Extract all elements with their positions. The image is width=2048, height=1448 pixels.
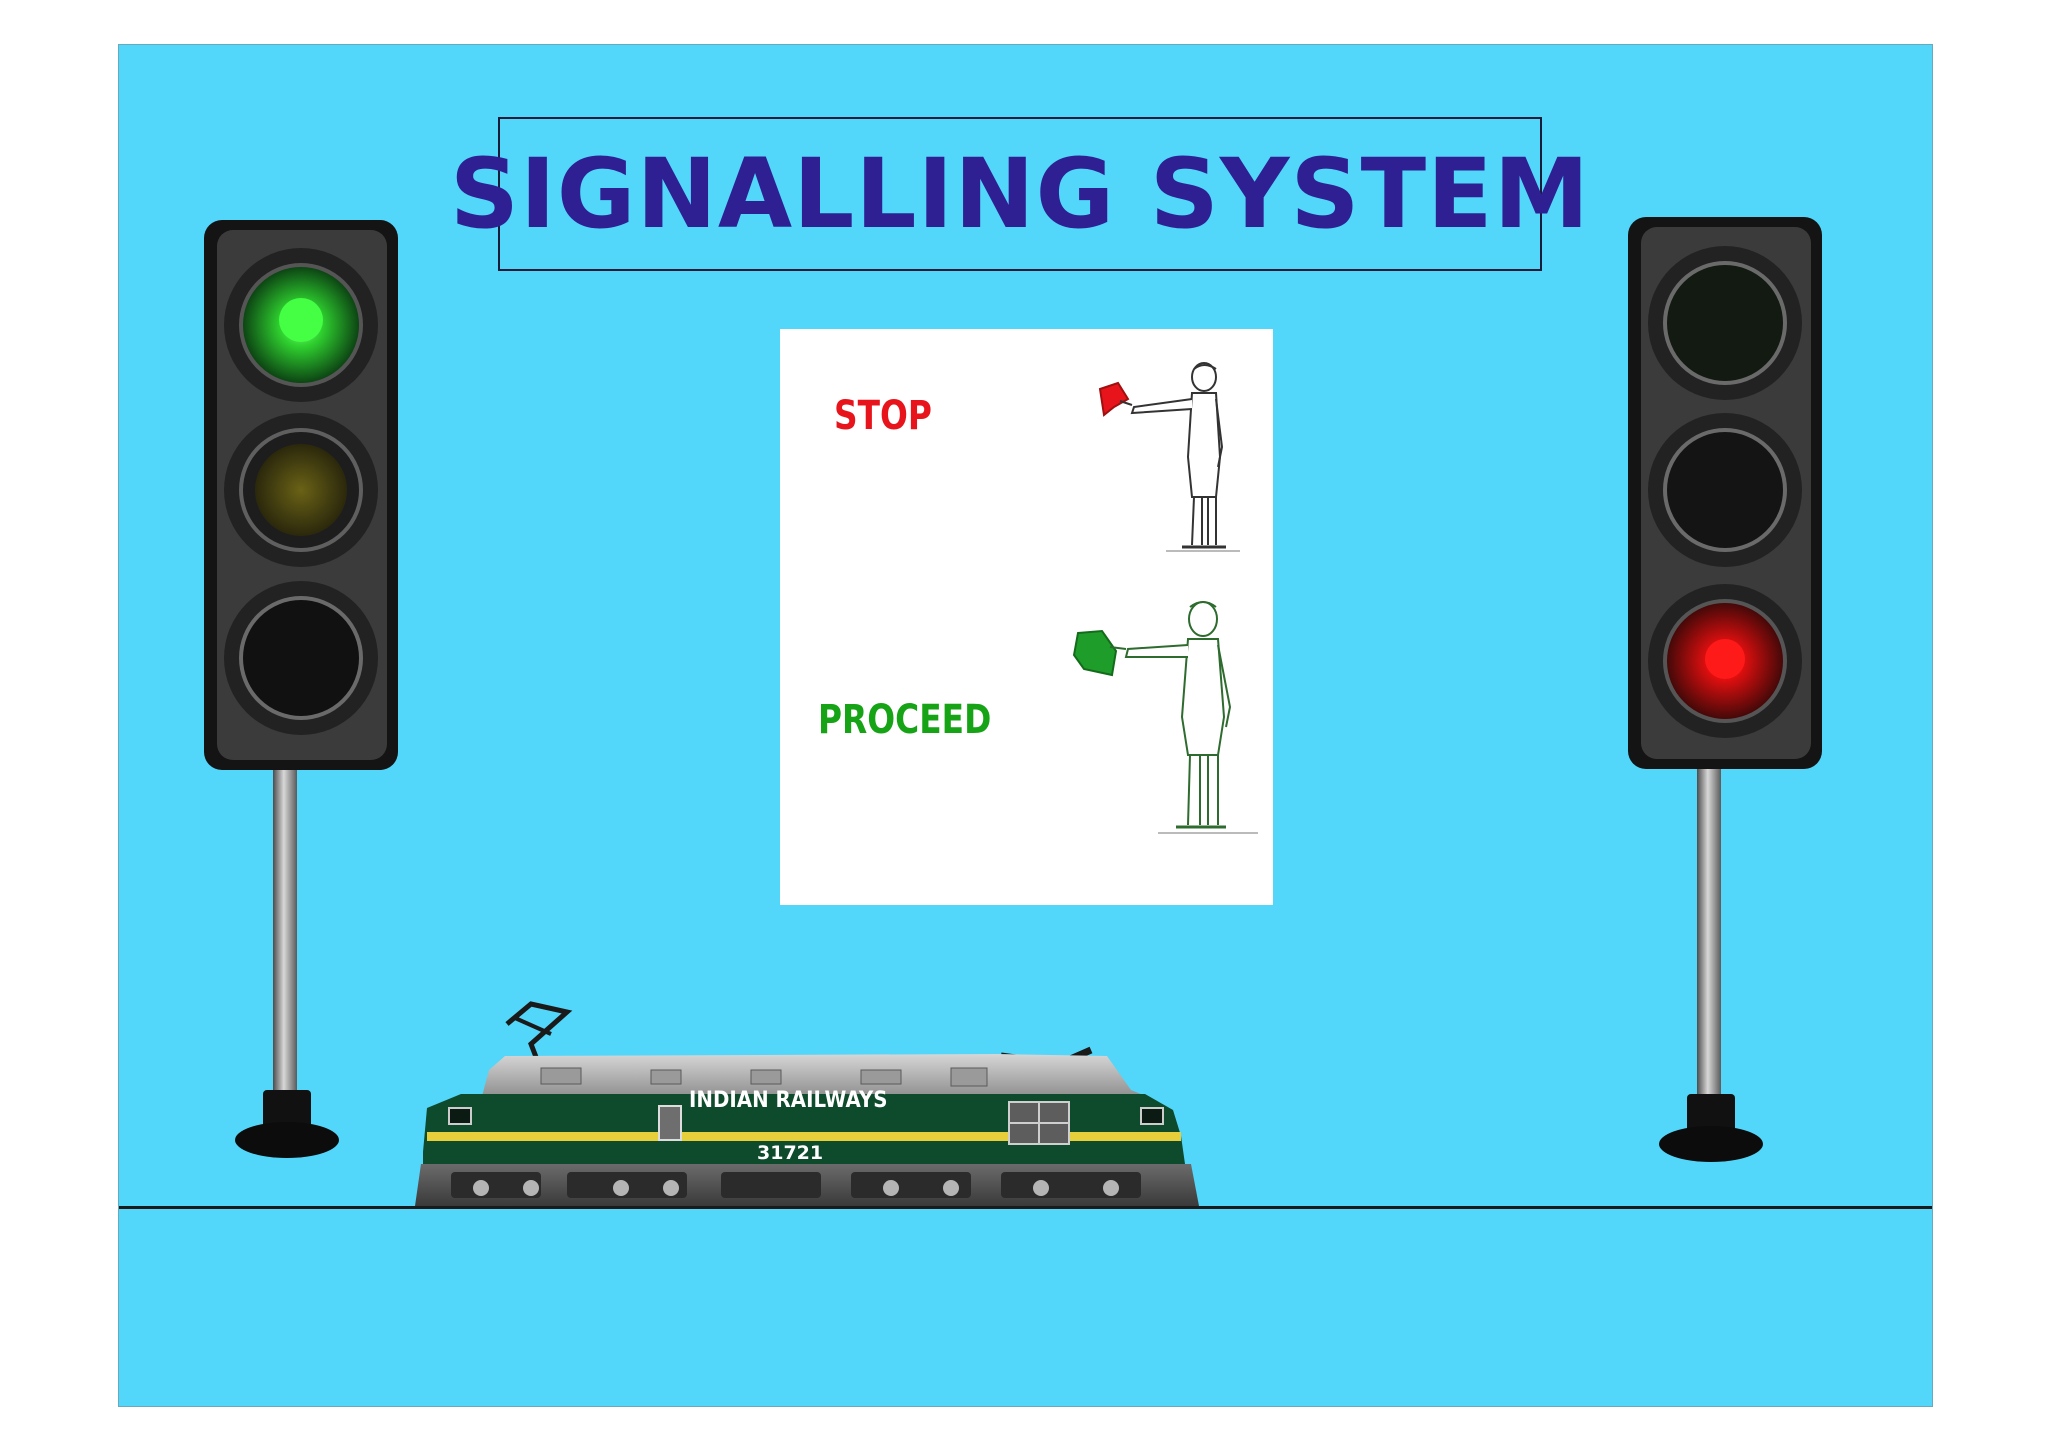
locomotive: INDIAN RAILWAYS 31721 <box>391 960 1231 1220</box>
signal-pole-collar <box>263 1090 311 1132</box>
stop-label: STOP <box>834 393 932 439</box>
locomotive-stripe <box>427 1132 1181 1141</box>
side-grille <box>1008 1101 1070 1145</box>
signal-base <box>235 1122 339 1158</box>
locomotive-roof <box>481 1054 1151 1100</box>
red-flag <box>1098 381 1130 417</box>
left-traffic-signal <box>203 220 423 1205</box>
signal-base <box>1659 1126 1763 1162</box>
man-green-flag-figure <box>1058 587 1263 842</box>
page-title: SIGNALLING SYSTEM <box>449 138 1591 250</box>
red-lamp-dim <box>239 596 363 720</box>
signal-pole-collar <box>1687 1094 1735 1136</box>
ground-line <box>119 1206 1932 1209</box>
green-lamp-dim <box>1663 261 1787 385</box>
hand-signal-panel: STOP PROCEED <box>780 329 1273 905</box>
right-traffic-signal <box>1627 217 1847 1202</box>
locomotive-body <box>423 1094 1185 1164</box>
man-red-flag-figure <box>1070 347 1260 557</box>
green-flag <box>1072 629 1118 677</box>
signal-pole <box>1697 767 1721 1099</box>
yellow-lamp-dim <box>1663 428 1787 552</box>
pantograph-front <box>505 1001 573 1071</box>
proceed-label: PROCEED <box>818 697 992 743</box>
title-box: SIGNALLING SYSTEM <box>450 117 1589 271</box>
yellow-lamp-dim <box>255 444 347 536</box>
slide: SIGNALLING SYSTEM <box>118 44 1933 1407</box>
locomotive-name: INDIAN RAILWAYS <box>689 1088 888 1113</box>
signal-pole <box>273 765 297 1095</box>
locomotive-number: 31721 <box>757 1142 824 1164</box>
